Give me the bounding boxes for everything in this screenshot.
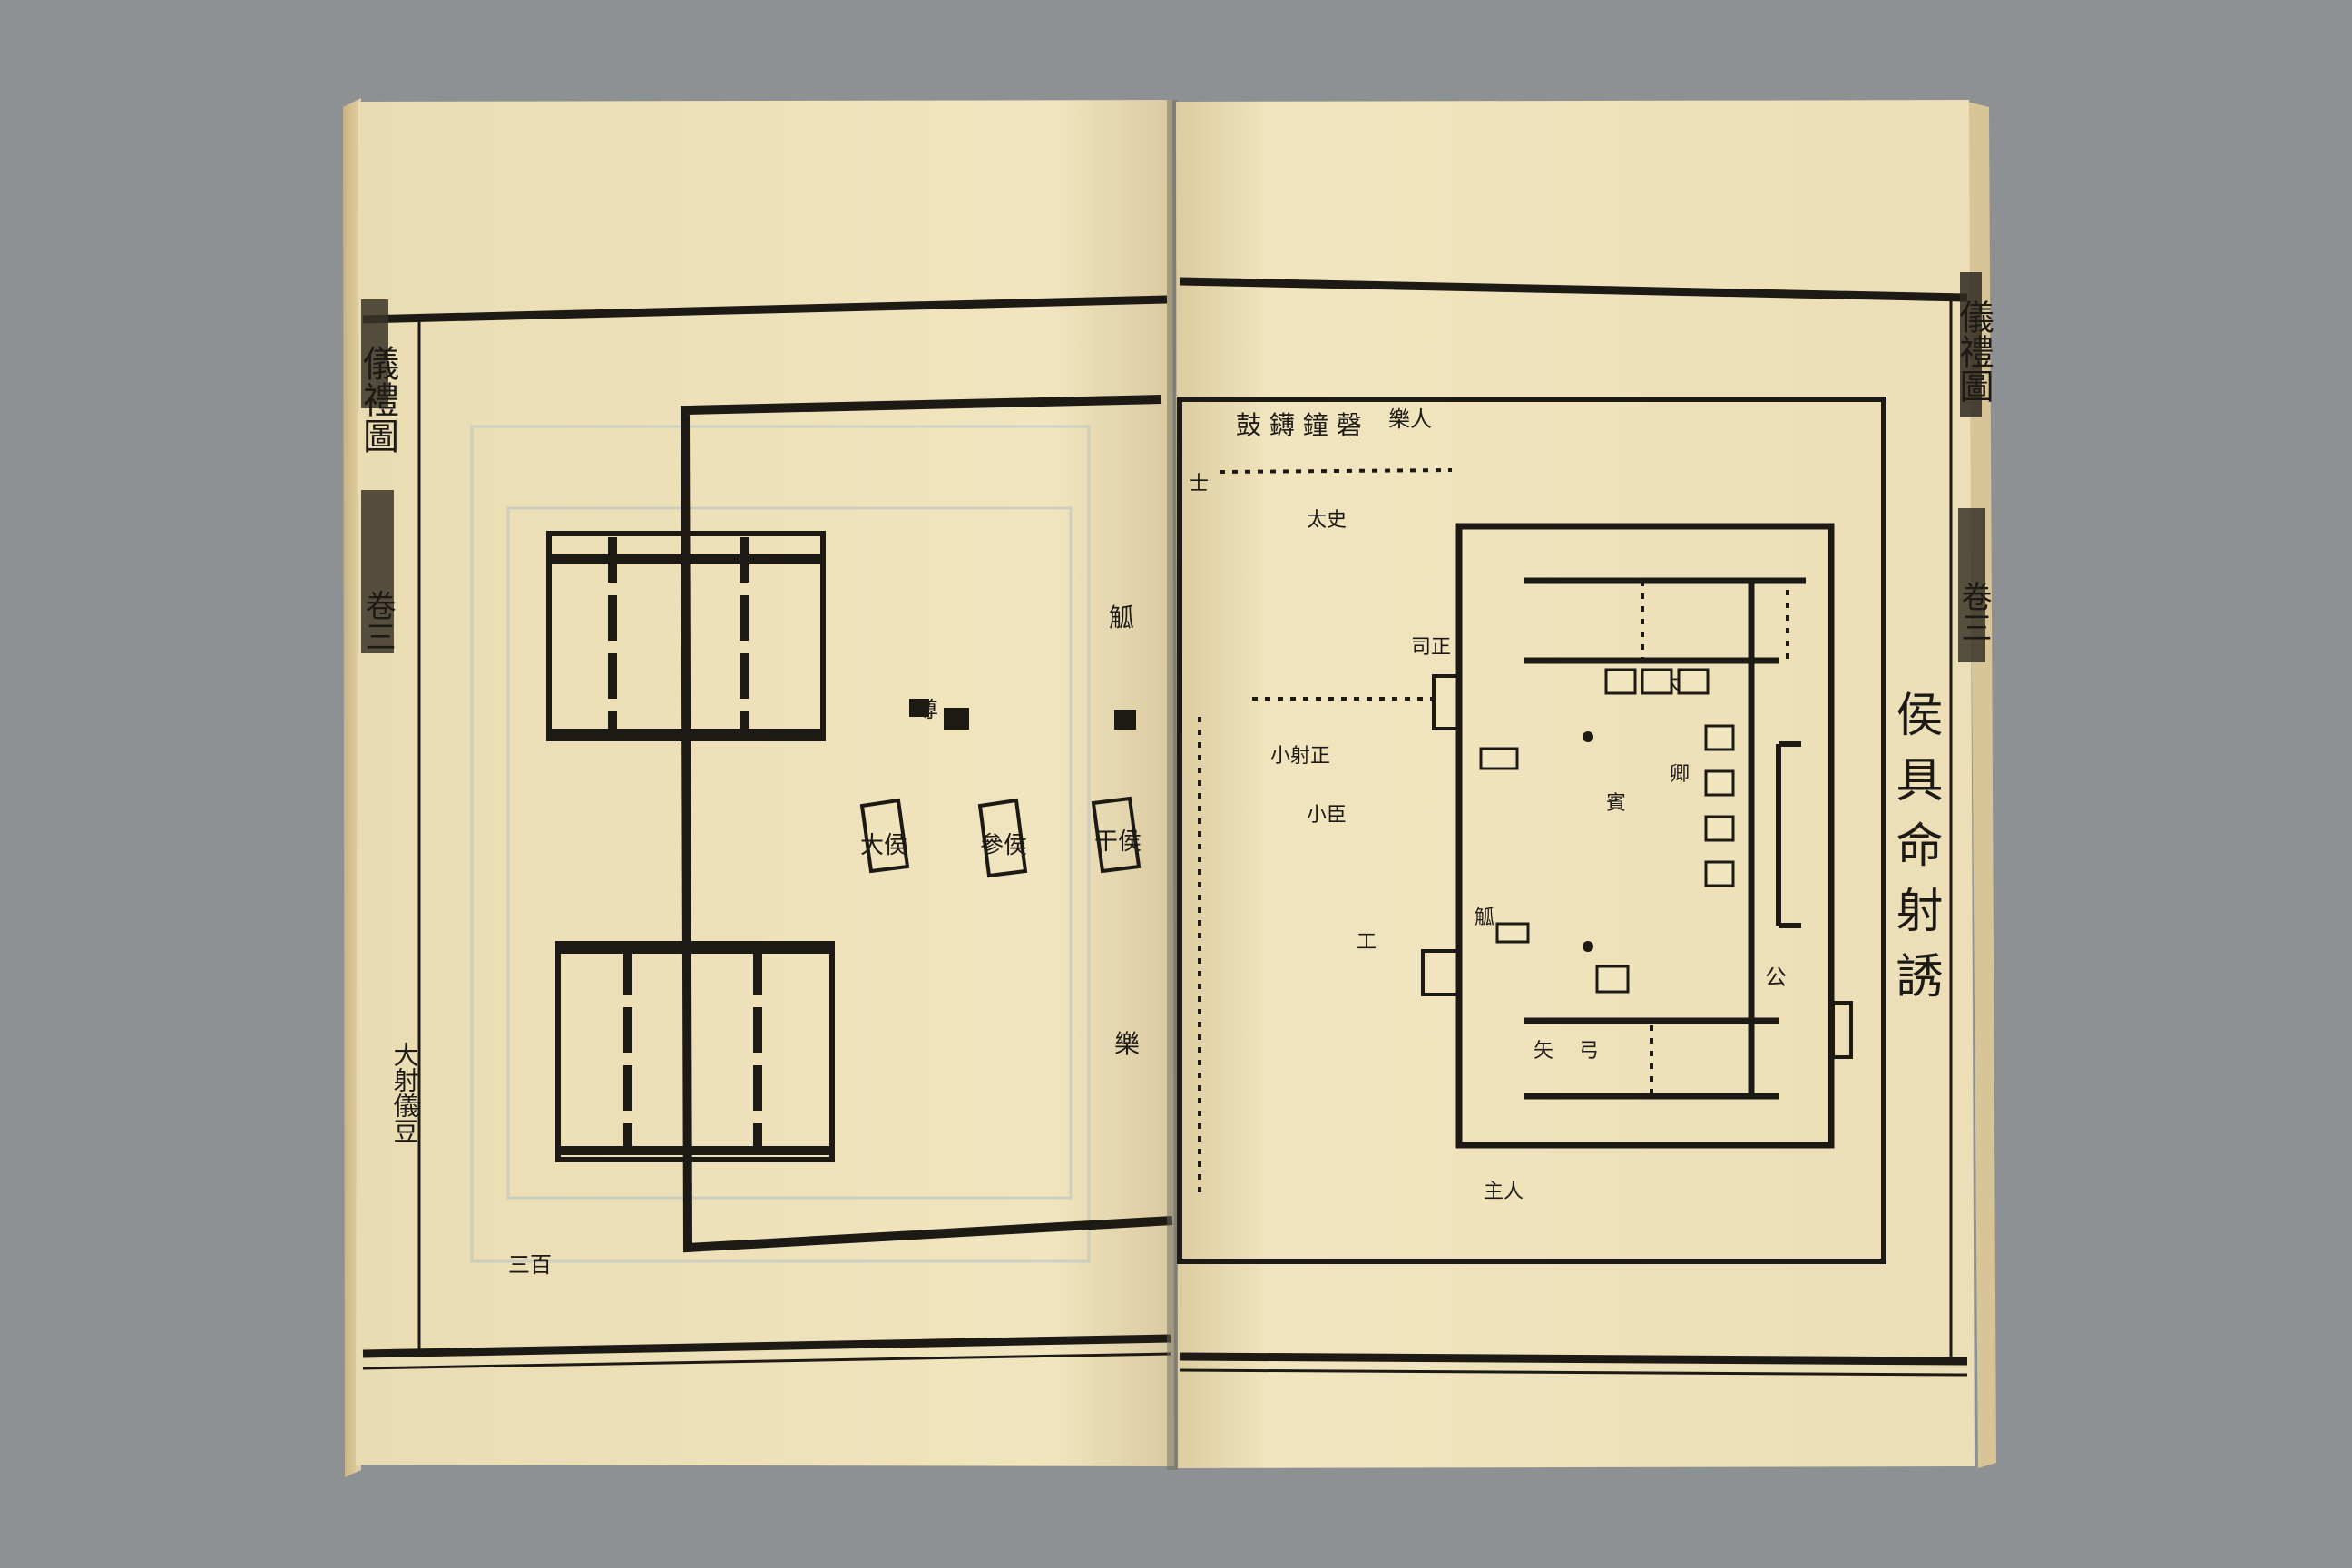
left-label-da-hou: 大侯 (860, 832, 907, 859)
right-margin-title: 儀禮圖 (1954, 299, 1994, 403)
right-label-arrows: 矢 (1534, 1040, 1553, 1063)
left-margin-section: 大射儀豆 (390, 1042, 420, 1143)
left-page: 儀禮圖 卷三 大射儀豆 大侯 參侯 干侯 尊 觚 (356, 100, 1174, 1466)
right-page: 儀禮圖 卷三 侯具命射誘 鼓 鑮 鐘 磬 樂人 公 司正 大夫 卿 賓 觚 士 … (1176, 100, 1994, 1468)
left-targets (859, 796, 1142, 878)
right-label-musicians: 樂人 (1388, 407, 1432, 432)
right-label-taishi: 太史 (1307, 509, 1347, 532)
left-label-hu: 觚 (1109, 603, 1134, 632)
right-label-sizheng: 司正 (1411, 636, 1451, 659)
left-diagram-hall (546, 395, 1173, 1253)
left-margin-volume: 卷三 (359, 590, 396, 652)
right-label-gong: 公 (1765, 965, 1787, 990)
gutter-shadow (1167, 100, 1178, 1470)
right-label-bow: 弓 (1579, 1040, 1599, 1063)
right-label-xiaochen: 小臣 (1307, 804, 1347, 827)
right-label-xiaoshe: 小射正 (1270, 745, 1330, 768)
right-label-zhu: 主人 (1484, 1181, 1524, 1203)
left-margin-title: 儀禮圖 (357, 345, 399, 454)
right-label-hu: 觚 (1475, 906, 1494, 929)
right-label-shi: 士 (1189, 473, 1209, 495)
right-label-drums: 鼓 鑮 鐘 磬 (1236, 410, 1362, 440)
left-label-can-hou: 參侯 (980, 832, 1027, 859)
right-label-qing: 卿 (1670, 763, 1690, 786)
right-label-gong-kong: 工 (1357, 931, 1377, 954)
right-label-binshi: 賓 (1606, 792, 1626, 815)
left-label-gan-hou: 干侯 (1094, 828, 1142, 856)
right-main-caption: 侯具命射誘 (1887, 690, 1942, 1016)
left-bottom-marks: 三百 (508, 1252, 552, 1278)
right-margin-volume: 卷三 (1955, 581, 1992, 642)
left-label-le: 樂 (1114, 1029, 1140, 1059)
